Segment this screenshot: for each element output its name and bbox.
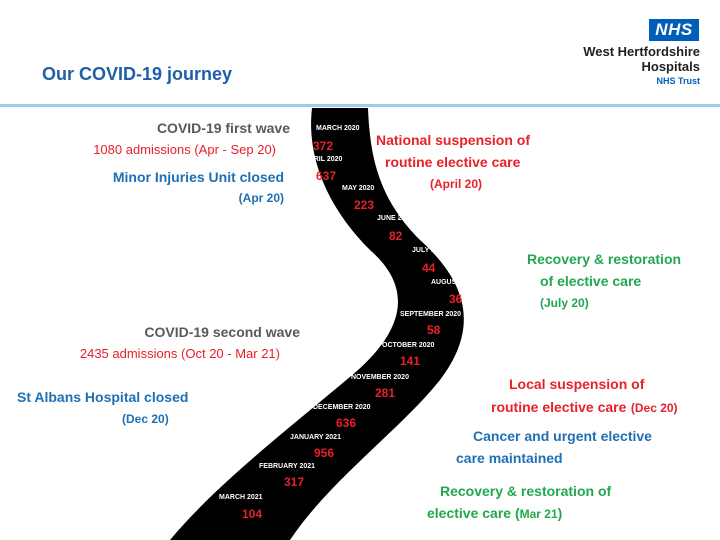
national-suspension-date: (April 20) (430, 177, 483, 191)
timeline-month: AUGUST 2020 (431, 279, 479, 286)
timeline-month: APRIL 2020 (304, 156, 343, 163)
local-suspension-line1: Local suspension of (509, 376, 645, 392)
timeline-count: 58 (427, 323, 441, 337)
timeline-count: 281 (375, 386, 396, 400)
first-wave-admissions: 1080 admissions (Apr - Sep 20) (93, 142, 276, 157)
timeline-month: MAY 2020 (342, 185, 375, 192)
org-name-line2: Hospitals (641, 59, 700, 74)
cancer-care-line2: care maintained (456, 450, 563, 466)
nhs-logo: NHS (649, 19, 699, 41)
timeline-count: 44 (422, 261, 436, 275)
timeline-count: 372 (313, 139, 334, 153)
header-divider (0, 104, 720, 107)
recovery2-line1: Recovery & restoration of (440, 483, 612, 499)
second-wave-admissions: 2435 admissions (Oct 20 - Mar 21) (79, 346, 280, 361)
org-name-line1: West Hertfordshire (583, 44, 700, 59)
timeline-count: 82 (389, 229, 403, 243)
first-wave-heading: COVID-19 first wave (156, 120, 290, 136)
timeline-count: 317 (284, 475, 305, 489)
timeline-count: 141 (400, 354, 421, 368)
timeline-month: MARCH 2021 (219, 494, 263, 501)
miu-closed-date: (Apr 20) (238, 191, 284, 205)
timeline-month: SEPTEMBER 2020 (400, 311, 462, 318)
recovery2-close: ) (557, 505, 563, 521)
road-shape (170, 108, 464, 540)
org-name-line3: NHS Trust (656, 76, 700, 86)
recovery1-date: (July 20) (540, 296, 589, 310)
local-suspension-date: (Dec 20) (630, 401, 678, 415)
national-suspension-line2: routine elective care (385, 154, 521, 170)
st-albans-note: St Albans Hospital closed (17, 389, 189, 405)
st-albans-date: (Dec 20) (122, 412, 169, 426)
timeline-count: 956 (314, 446, 335, 460)
page-title: Our COVID-19 journey (42, 64, 233, 84)
recovery2-line2-wrap: elective care (Mar 21) (427, 505, 562, 523)
local-suspension-line2-wrap: routine elective care (Dec 20) (491, 399, 678, 417)
timeline-month: OCTOBER 2020 (382, 342, 435, 349)
timeline-month: MARCH 2020 (316, 125, 360, 132)
local-suspension-line2: routine elective care (491, 399, 627, 415)
second-wave-heading: COVID-19 second wave (144, 324, 300, 340)
timeline-month: DECEMBER 2020 (313, 404, 371, 411)
national-suspension-line1: National suspension of (376, 132, 531, 148)
timeline-count: 223 (354, 198, 375, 212)
timeline-month: NOVEMBER 2020 (351, 374, 409, 381)
timeline-month: FEBRUARY 2021 (259, 463, 316, 470)
timeline-count: 636 (336, 416, 357, 430)
timeline-month: JUNE 2020 (377, 215, 414, 222)
timeline-month: JANUARY 2021 (290, 434, 341, 441)
timeline-count: 104 (242, 507, 263, 521)
recovery1-line2: of elective care (540, 273, 642, 289)
timeline-count: 637 (316, 169, 337, 183)
recovery2-date: Mar 21 (519, 507, 558, 521)
timeline-month: JULY 2020 (412, 247, 447, 254)
miu-closed-note: Minor Injuries Unit closed (112, 169, 284, 185)
recovery1-line1: Recovery & restoration (527, 251, 682, 267)
recovery2-line2: elective care ( (427, 505, 520, 521)
timeline-count: 36 (449, 292, 463, 306)
cancer-care-line1: Cancer and urgent elective (473, 428, 652, 444)
